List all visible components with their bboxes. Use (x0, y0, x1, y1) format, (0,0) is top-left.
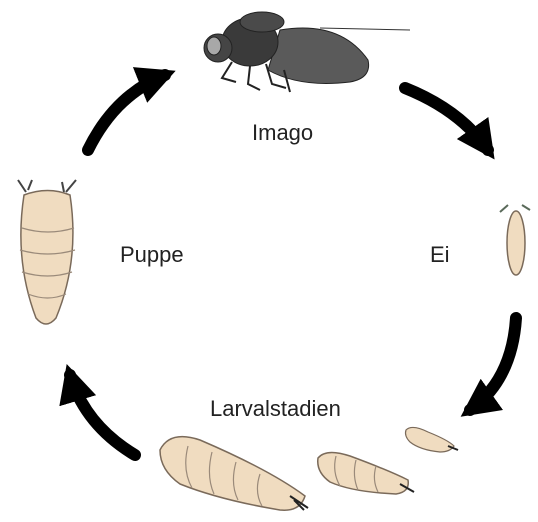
larva-small (406, 427, 459, 452)
label-ei: Ei (430, 242, 450, 268)
label-larvalstadien: Larvalstadien (210, 396, 341, 422)
arrow-pupa-to-imago (88, 75, 165, 150)
arrow-egg-to-larvae (470, 318, 516, 410)
label-puppe: Puppe (120, 242, 184, 268)
arrow-larvae-to-pupa (70, 375, 135, 455)
larva-medium (318, 452, 414, 494)
larva-large (160, 437, 308, 511)
pupa-illustration (18, 180, 76, 324)
arrow-imago-to-egg (405, 88, 488, 150)
label-imago: Imago (252, 120, 313, 146)
egg-illustration (500, 205, 530, 275)
fly-illustration (204, 12, 410, 92)
